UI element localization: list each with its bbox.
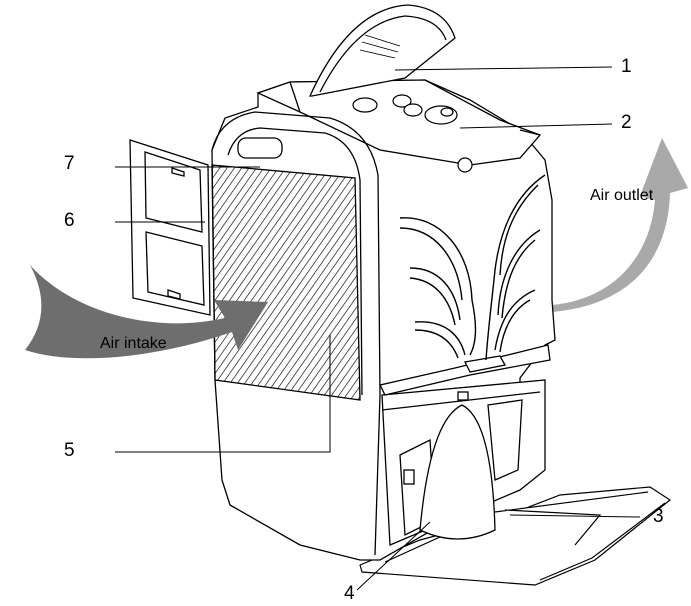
label-6: 6	[64, 210, 75, 232]
label-1: 1	[621, 56, 632, 78]
label-4: 4	[344, 583, 355, 605]
label-7: 7	[64, 153, 75, 175]
filter-frame	[130, 140, 210, 315]
top-lid	[310, 5, 455, 96]
filter-grille	[212, 165, 360, 400]
leader-line-1	[395, 67, 612, 70]
label-2: 2	[621, 112, 632, 134]
air-outlet-arrow	[552, 138, 688, 312]
label-5: 5	[64, 440, 75, 462]
label-3: 3	[653, 506, 664, 528]
air-outlet-label: Air outlet	[590, 187, 653, 205]
air-intake-label: Air intake	[100, 335, 167, 353]
